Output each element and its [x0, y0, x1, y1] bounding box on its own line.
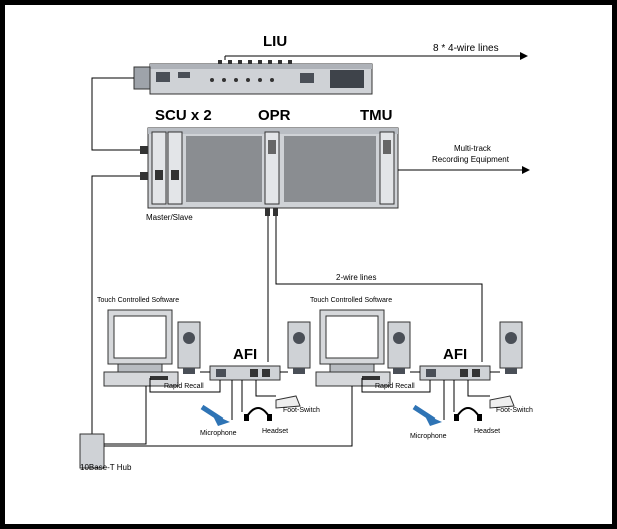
- four-wire-arrow: [520, 52, 528, 60]
- afi-right-label: AFI: [443, 346, 467, 363]
- afi-left-unit: [209, 365, 281, 381]
- headset-left-label: Headset: [262, 428, 288, 435]
- microphone-right-label: Microphone: [410, 433, 447, 440]
- rapid-recall-left-label: Rapid Recall: [164, 383, 204, 390]
- rapid-recall-right-label: Rapid Recall: [375, 383, 415, 390]
- speaker-right-2: [499, 321, 523, 374]
- microphone-left-label: Microphone: [200, 430, 237, 437]
- afi-right-unit: [419, 365, 491, 381]
- speaker-right-1: [387, 321, 411, 374]
- headset-right: [454, 407, 482, 421]
- headset-left: [244, 407, 272, 421]
- master-slave-label: Master/Slave: [146, 213, 193, 222]
- scu-cards: [151, 131, 183, 205]
- hub-left-link: [104, 386, 147, 445]
- speaker-left-2: [287, 321, 311, 374]
- hub-rack-link: [91, 175, 140, 434]
- tmu-label: TMU: [360, 107, 393, 124]
- monitor-right: [315, 309, 391, 387]
- footswitch-right-label: Foot-Switch: [496, 407, 533, 414]
- afi-left-label: AFI: [233, 346, 257, 363]
- microphone-right: [412, 404, 442, 426]
- footswitch-left: [275, 395, 301, 409]
- two-wire-right: [275, 216, 483, 362]
- hub-label: 10Base-T Hub: [80, 463, 132, 472]
- scu-label: SCU x 2: [155, 107, 212, 124]
- liu-label: LIU: [263, 33, 287, 50]
- opr-label: OPR: [258, 107, 291, 124]
- footswitch-left-label: Foot-Switch: [283, 407, 320, 414]
- two-wire-label: 2-wire lines: [336, 273, 376, 282]
- headset-right-label: Headset: [474, 428, 500, 435]
- tmu-card: [379, 131, 395, 205]
- hub-device: [79, 433, 105, 469]
- microphone-left: [200, 404, 230, 426]
- touch-right-label: Touch Controlled Software: [310, 297, 392, 304]
- rack-unit: [140, 127, 399, 216]
- rapid-recall-right-link: [361, 378, 431, 393]
- touch-left-label: Touch Controlled Software: [97, 297, 179, 304]
- four-wire-label: 8 * 4-wire lines: [433, 43, 499, 54]
- multitrack-label-1: Multi-track: [454, 144, 492, 153]
- hub-right-link: [104, 386, 353, 447]
- rapid-recall-left-link: [149, 378, 221, 393]
- monitor-left: [103, 309, 179, 387]
- liu-rack-link: [91, 77, 140, 151]
- multitrack-label-2: Recording Equipment: [432, 155, 510, 164]
- multitrack-arrow: [522, 166, 530, 174]
- footswitch-right: [489, 395, 515, 409]
- speaker-left-1: [177, 321, 201, 374]
- opr-card: [264, 131, 280, 205]
- liu-unit: [133, 60, 373, 95]
